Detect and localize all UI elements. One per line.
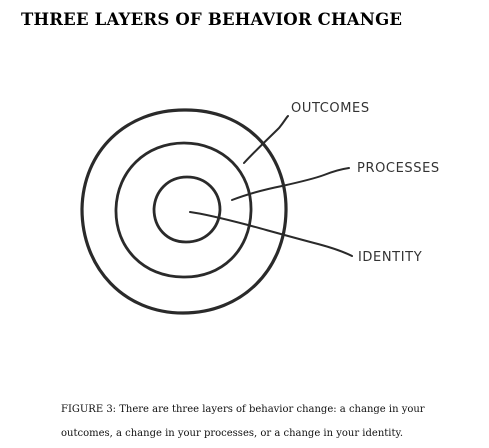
page-title: THREE LAYERS OF BEHAVIOR CHANGE xyxy=(21,10,403,29)
figure-caption: FIGURE 3: There are three layers of beha… xyxy=(61,398,441,446)
outcomes-ring xyxy=(80,108,288,315)
identity-ring xyxy=(152,175,222,244)
identity-label: IDENTITY xyxy=(358,250,422,265)
outcomes-label: OUTCOMES xyxy=(291,101,370,116)
outcomes-leader-line xyxy=(243,115,289,164)
processes-ring xyxy=(114,141,253,279)
processes-label: PROCESSES xyxy=(357,161,440,176)
processes-leader-line xyxy=(231,167,350,201)
identity-leader-line xyxy=(189,211,353,257)
caption-line-1: FIGURE 3: There are three layers of beha… xyxy=(61,404,425,415)
caption-line-2: outcomes, a change in your processes, or… xyxy=(61,428,403,439)
